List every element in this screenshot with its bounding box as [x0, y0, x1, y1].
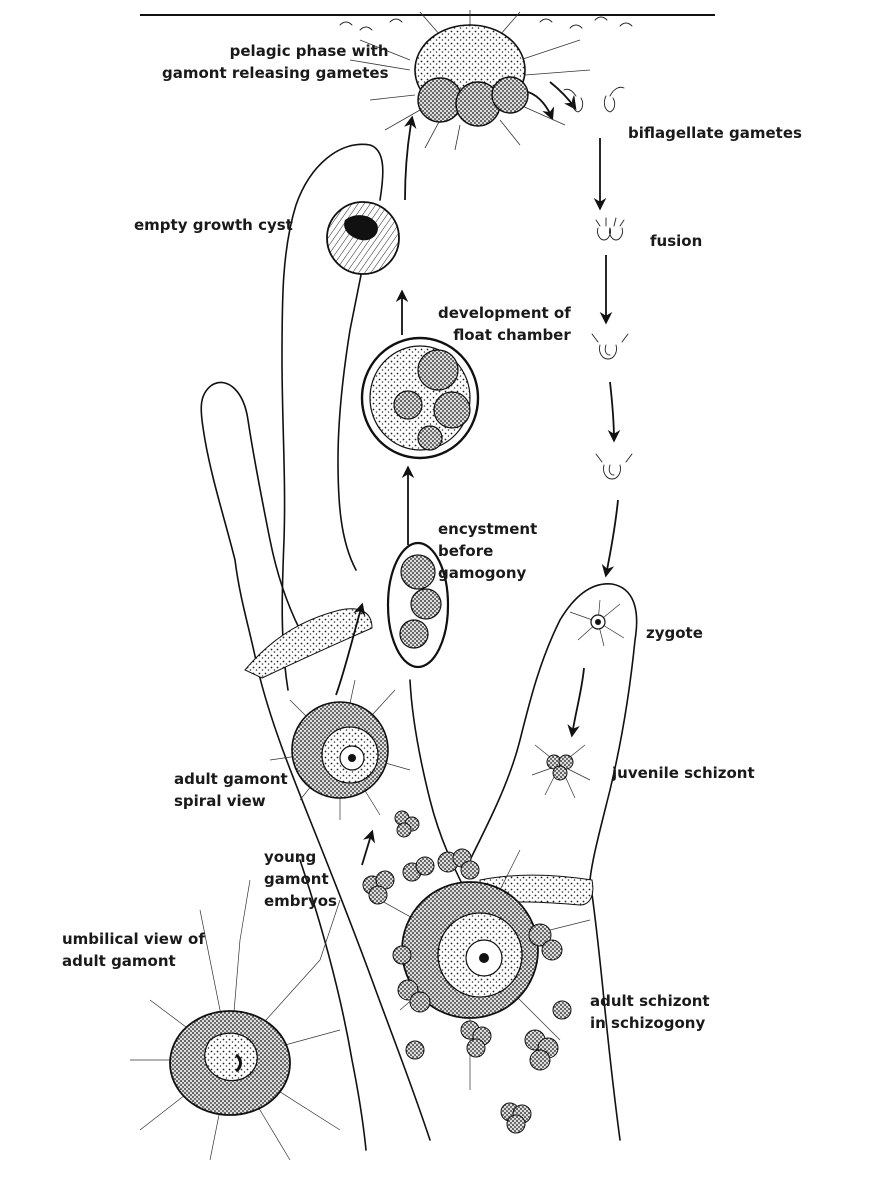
label-biflagellate-gametes: biflagellate gametes	[628, 122, 802, 144]
label-float-chamber: development of float chamber	[438, 302, 571, 346]
label-line: fusion	[650, 230, 702, 252]
label-line: adult gamont	[174, 768, 288, 790]
label-line: zygote	[646, 622, 703, 644]
label-line: juvenile schizont	[612, 762, 755, 784]
empty-growth-cyst	[327, 202, 399, 274]
float-chamber-cyst	[362, 338, 478, 458]
label-line: spiral view	[174, 790, 288, 812]
label-adult-schizont: adult schizont in schizogony	[590, 990, 710, 1034]
label-line: young	[264, 846, 337, 868]
label-line: gamont releasing gametes	[162, 62, 389, 84]
label-adult-gamont-spiral: adult gamont spiral view	[174, 768, 288, 812]
encrusting-band-left	[245, 609, 372, 678]
biflagellate-gamete-pair	[564, 87, 624, 112]
label-line: biflagellate gametes	[628, 122, 802, 144]
label-zygote: zygote	[646, 622, 703, 644]
juvenile-schizont	[532, 745, 590, 798]
label-fusion: fusion	[650, 230, 702, 252]
label-umbilical-view: umbilical view of adult gamont	[62, 928, 205, 972]
label-pelagic-phase: pelagic phase with gamont releasing game…	[162, 40, 389, 84]
label-line: before	[438, 540, 537, 562]
label-line: embryos	[264, 890, 337, 912]
label-line: gamogony	[438, 562, 537, 584]
label-line: development of	[438, 302, 571, 324]
label-line: pelagic phase with	[162, 40, 389, 62]
label-juvenile-schizont: juvenile schizont	[612, 762, 755, 784]
fused-gametes-3	[596, 454, 632, 479]
label-line: empty growth cyst	[134, 214, 293, 236]
label-line: adult schizont	[590, 990, 710, 1012]
fused-gametes-2	[592, 334, 628, 359]
adult-gamont-spiral	[270, 680, 410, 820]
fusing-gametes	[596, 218, 624, 240]
zygote	[570, 600, 624, 646]
label-line: in schizogony	[590, 1012, 710, 1034]
adult-gamont-umbilical	[130, 880, 340, 1160]
label-line: gamont	[264, 868, 337, 890]
label-encystment: encystment before gamogony	[438, 518, 537, 584]
label-line: float chamber	[438, 324, 571, 346]
label-line: umbilical view of	[62, 928, 205, 950]
label-line: encystment	[438, 518, 537, 540]
young-gamont-embryo	[395, 811, 419, 837]
label-young-gamont-embryos: young gamont embryos	[264, 846, 337, 912]
label-empty-growth-cyst: empty growth cyst	[134, 214, 293, 236]
label-line: adult gamont	[62, 950, 205, 972]
